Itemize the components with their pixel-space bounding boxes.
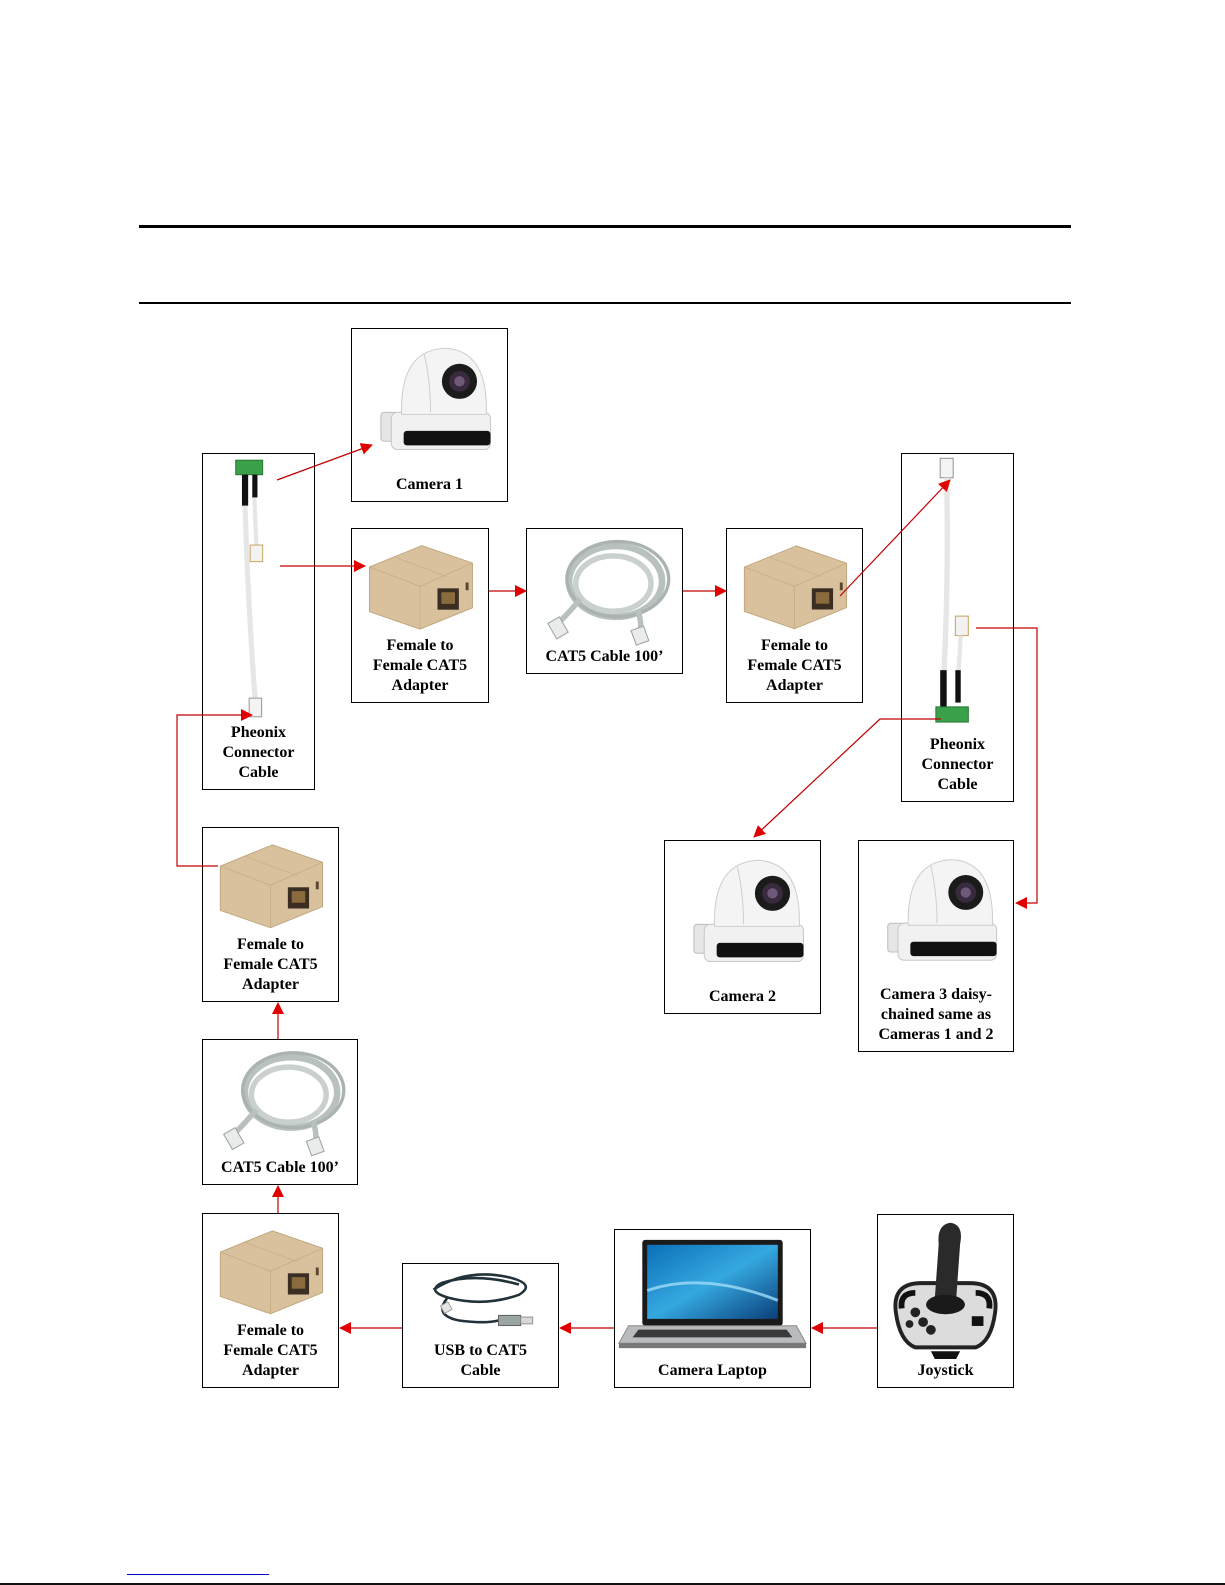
node-label: Camera 2 xyxy=(708,988,777,1005)
node-joystick: Joystick xyxy=(877,1214,1014,1388)
footer-link-underline xyxy=(127,1574,269,1575)
cat5-coupler-icon xyxy=(727,529,862,636)
node-label: Pheonix Connector Cable xyxy=(921,736,994,793)
cat5-cable-coil-icon xyxy=(527,529,682,647)
cat5-coupler-icon xyxy=(203,828,338,935)
cat5-coupler-icon xyxy=(203,1214,338,1321)
node-label: CAT5 Cable 100’ xyxy=(221,1159,339,1176)
usb-cable-icon xyxy=(403,1264,558,1341)
node-label: Female to Female CAT5 Adapter xyxy=(372,637,468,694)
node-label: Camera Laptop xyxy=(658,1362,767,1379)
node-label: Pheonix Connector Cable xyxy=(222,724,295,781)
cat5-cable-coil-icon xyxy=(203,1040,357,1158)
header-rule-bottom xyxy=(139,302,1071,304)
node-camera-3: Camera 3 daisy- chained same as Cameras … xyxy=(858,840,1014,1052)
node-label: Camera 1 xyxy=(395,476,464,493)
header-rule-top xyxy=(139,225,1071,228)
node-cat5-cable-top: CAT5 Cable 100’ xyxy=(526,528,683,674)
node-label: Female to Female CAT5 Adapter xyxy=(747,637,842,694)
node-label: Female to Female CAT5 Adapter xyxy=(223,936,318,993)
node-label: Camera 3 daisy- chained same as Cameras … xyxy=(878,986,994,1043)
node-phoenix-connector-right: Pheonix Connector Cable xyxy=(901,453,1014,802)
phoenix-connector-cable-icon xyxy=(203,454,314,723)
node-adapter-left-mid: Female to Female CAT5 Adapter xyxy=(202,827,339,1002)
laptop-icon xyxy=(615,1230,810,1361)
node-usb-to-cat5-cable: USB to CAT5 Cable xyxy=(402,1263,559,1388)
joystick-icon xyxy=(878,1215,1013,1361)
cat5-coupler-icon xyxy=(352,529,488,636)
ptz-camera-icon xyxy=(859,841,1013,985)
node-camera-1: Camera 1 xyxy=(351,328,508,502)
node-camera-laptop: Camera Laptop xyxy=(614,1229,811,1388)
node-label: Joystick xyxy=(917,1362,974,1379)
node-adapter-top-1: Female to Female CAT5 Adapter xyxy=(351,528,489,703)
node-adapter-top-2: Female to Female CAT5 Adapter xyxy=(726,528,863,703)
node-phoenix-connector-left: Pheonix Connector Cable xyxy=(202,453,315,790)
node-label: Female to Female CAT5 Adapter xyxy=(223,1322,318,1379)
footer-rule xyxy=(0,1583,1225,1585)
node-camera-2: Camera 2 xyxy=(664,840,821,1014)
ptz-camera-icon xyxy=(352,329,507,475)
phoenix-connector-cable-icon xyxy=(902,454,1013,735)
node-label: CAT5 Cable 100’ xyxy=(545,648,664,665)
node-adapter-bottom: Female to Female CAT5 Adapter xyxy=(202,1213,339,1388)
node-cat5-cable-left: CAT5 Cable 100’ xyxy=(202,1039,358,1185)
ptz-camera-icon xyxy=(665,841,820,987)
node-label: USB to CAT5 Cable xyxy=(433,1342,528,1379)
